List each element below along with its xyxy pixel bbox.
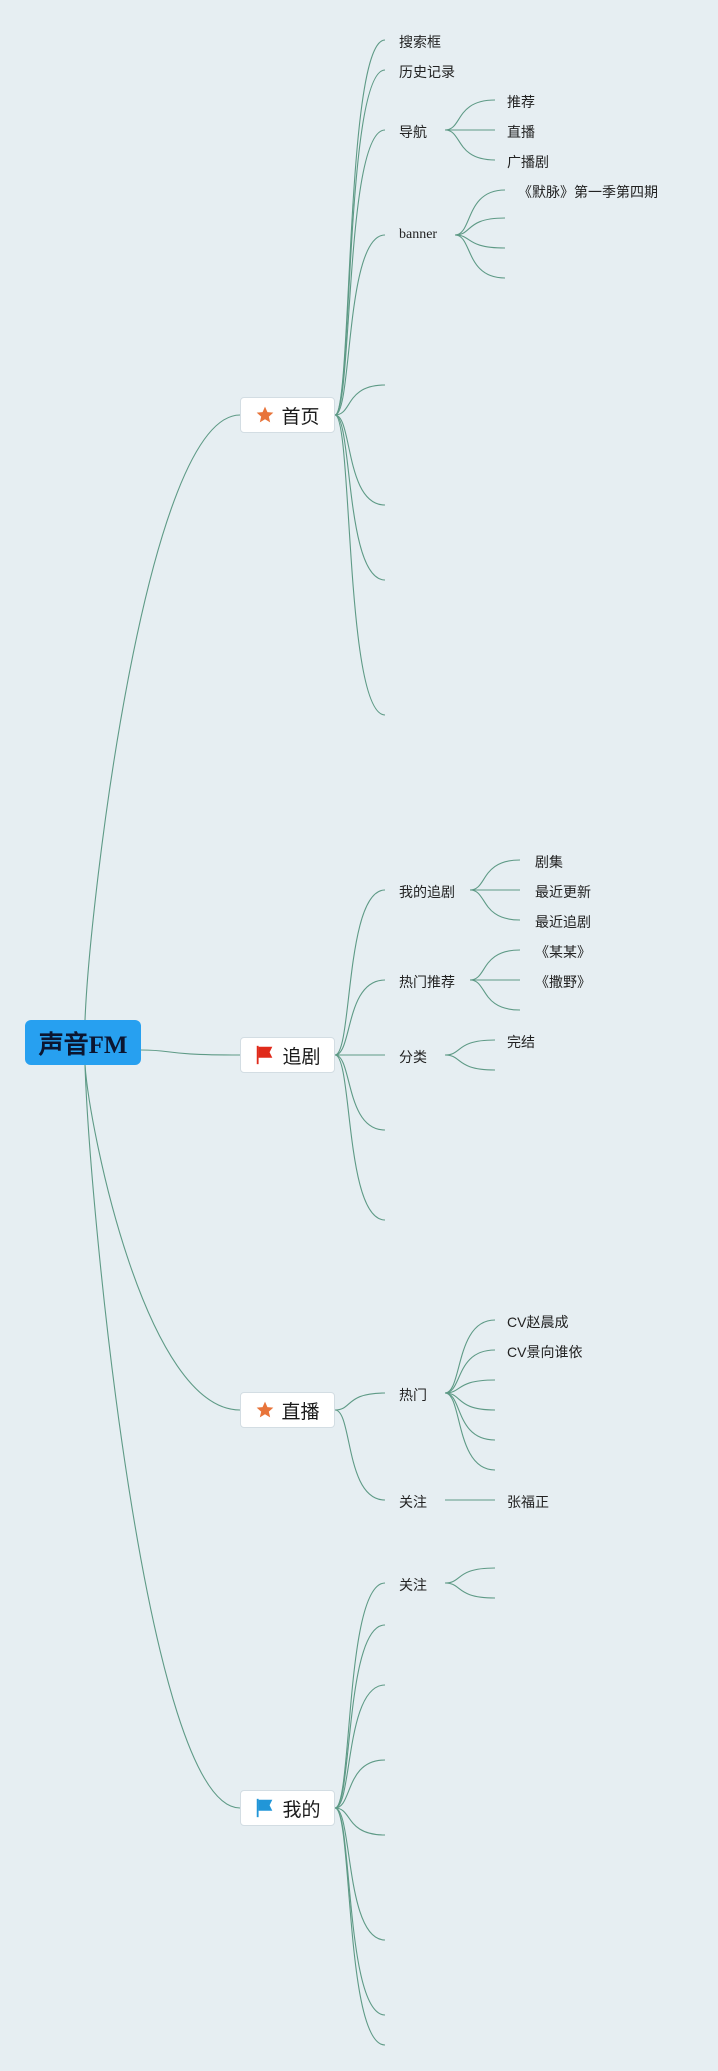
connector-line <box>334 1684 386 1809</box>
connector-line <box>454 234 506 249</box>
home-history[interactable]: 历史记录 <box>399 64 455 80</box>
branch-home-label: 首页 <box>281 406 320 428</box>
root-label: 声音FM <box>38 1031 128 1059</box>
live-follow[interactable]: 关注 <box>399 1494 427 1510</box>
root-node[interactable]: 声音FM <box>25 1020 141 1065</box>
connector-line <box>444 1582 496 1599</box>
connector-line <box>334 1807 386 1836</box>
connector-line <box>469 949 521 981</box>
connector-line <box>454 189 506 236</box>
drama-hot-item[interactable]: 《撒野》 <box>535 974 591 990</box>
drama-my-follow-item[interactable]: 剧集 <box>535 854 563 870</box>
branch-mine-label: 我的 <box>282 1799 321 1821</box>
star-icon <box>257 406 274 423</box>
connector-line <box>334 69 386 416</box>
connector-line <box>444 1349 496 1394</box>
connector-line <box>334 234 386 416</box>
connector-line <box>444 129 496 161</box>
branch-home[interactable]: 首页 <box>240 397 335 433</box>
connector-line <box>469 979 521 1011</box>
branch-live[interactable]: 直播 <box>240 1392 335 1428</box>
mine-follow[interactable]: 关注 <box>399 1577 427 1593</box>
connector-line <box>334 1392 386 1411</box>
connector-line <box>444 1039 496 1056</box>
connector-line <box>334 1054 386 1221</box>
connector-line <box>444 1054 496 1071</box>
drama-category[interactable]: 分类 <box>399 1049 427 1065</box>
blue-flag-icon <box>257 1798 273 1818</box>
drama-my-follow-item[interactable]: 最近追剧 <box>535 914 591 930</box>
branch-live-label: 直播 <box>281 1401 320 1423</box>
live-hot-item[interactable]: CV赵晨成 <box>507 1314 569 1330</box>
connector-line <box>334 39 386 416</box>
drama-my-follow-item[interactable]: 最近更新 <box>535 884 591 900</box>
live-hot-item[interactable]: CV景向谁依 <box>507 1344 583 1360</box>
connector-line <box>334 889 386 1056</box>
connector-line <box>454 234 506 279</box>
connector-line <box>444 1319 496 1394</box>
home-banner-item[interactable]: 《默脉》第一季第四期 <box>518 184 658 200</box>
drama-hot[interactable]: 热门推荐 <box>399 974 455 990</box>
star-icon <box>257 1401 274 1418</box>
root-connector-line <box>140 1049 241 1056</box>
root-connector-line <box>84 414 241 1021</box>
branch-drama[interactable]: 追剧 <box>240 1037 335 1073</box>
connector-line <box>444 99 496 131</box>
connector-line <box>334 414 386 716</box>
connector-line <box>444 1379 496 1394</box>
home-banner[interactable]: banner <box>399 227 438 242</box>
connector-line <box>334 414 386 506</box>
home-nav-item[interactable]: 广播剧 <box>507 154 549 170</box>
drama-my-follow[interactable]: 我的追剧 <box>399 884 455 900</box>
connector-line <box>444 1392 496 1471</box>
connector-line <box>334 129 386 416</box>
connector-line <box>334 1054 386 1131</box>
root-connector-line <box>84 1064 241 1809</box>
connector-line <box>334 1582 386 1809</box>
root-connector-line <box>84 1064 241 1411</box>
connector-line <box>334 414 386 581</box>
home-nav[interactable]: 导航 <box>399 124 427 140</box>
connector-line <box>334 979 386 1056</box>
connector-line <box>444 1392 496 1441</box>
connector-line <box>334 1624 386 1809</box>
connector-line <box>334 1759 386 1809</box>
drama-category-item[interactable]: 完结 <box>507 1034 535 1050</box>
live-follow-item[interactable]: 张福正 <box>507 1494 549 1510</box>
connector-line <box>469 859 521 891</box>
connector-line <box>454 217 506 236</box>
connector-line <box>444 1567 496 1584</box>
home-nav-item[interactable]: 推荐 <box>507 94 535 110</box>
connector-line <box>334 384 386 416</box>
connector-line <box>444 1392 496 1411</box>
red-flag-icon <box>257 1045 273 1065</box>
connector-line <box>469 889 521 921</box>
connector-line <box>334 1807 386 1941</box>
connector-line <box>334 1807 386 2046</box>
drama-hot-item[interactable]: 《某某》 <box>535 944 591 960</box>
live-hot[interactable]: 热门 <box>399 1387 427 1403</box>
home-search[interactable]: 搜索框 <box>399 34 441 50</box>
branch-drama-label: 追剧 <box>282 1046 321 1068</box>
branch-mine[interactable]: 我的 <box>240 1790 335 1826</box>
connector-line <box>334 1409 386 1501</box>
home-nav-item[interactable]: 直播 <box>507 124 535 140</box>
